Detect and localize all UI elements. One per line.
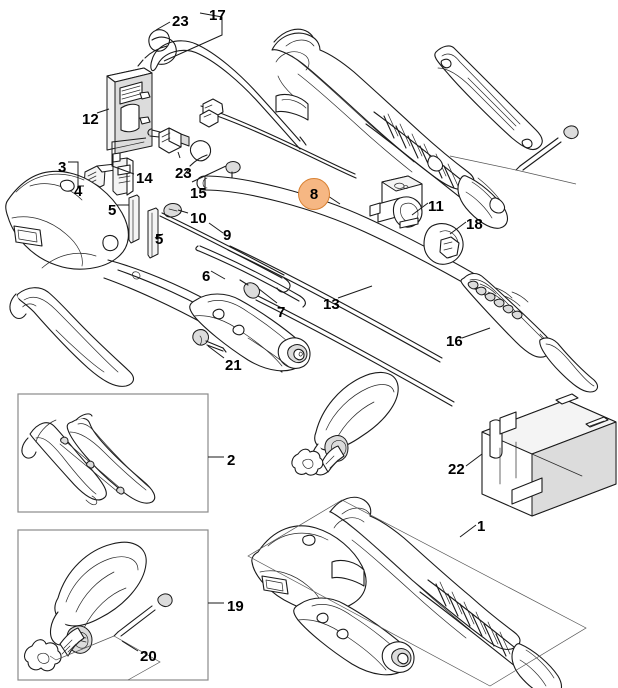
callout-7[interactable]: 7: [277, 304, 286, 321]
callout-20[interactable]: 20: [140, 648, 157, 665]
part-14-switch: [147, 127, 190, 154]
part-5-rail-b: [147, 207, 159, 259]
part-1-complete-assembly: [247, 496, 587, 688]
upper-cover-strip: [434, 45, 543, 151]
inset-box-19: [17, 529, 209, 681]
callout-5-lower[interactable]: 5: [155, 231, 164, 248]
part-12-control-module: [106, 67, 153, 155]
callout-22[interactable]: 22: [448, 461, 465, 478]
callout-15[interactable]: 15: [190, 185, 207, 202]
callout-4[interactable]: 4: [74, 183, 83, 200]
part-23-cable-tie-lower: [183, 140, 212, 176]
callout-14[interactable]: 14: [136, 170, 153, 187]
callout-2[interactable]: 2: [227, 452, 236, 469]
left-grip-handle: [9, 287, 135, 387]
callout-18[interactable]: 18: [466, 216, 483, 233]
callout-17[interactable]: 17: [209, 7, 226, 24]
callout-1[interactable]: 1: [477, 518, 486, 535]
part-16-grip-sleeve: [460, 272, 553, 358]
part-13-tube-right: [539, 337, 599, 393]
callout-16[interactable]: 16: [446, 333, 463, 350]
leader-lines: [68, 12, 491, 652]
center-shaft-assembly: [196, 161, 486, 407]
part-10-grommet: [163, 203, 182, 218]
part-21-bolt: [192, 329, 227, 353]
callout-10[interactable]: 10: [190, 210, 207, 227]
callout-9[interactable]: 9: [223, 227, 232, 244]
part-9-rod: [159, 212, 291, 293]
callout-6[interactable]: 6: [202, 268, 211, 285]
part-22-battery-box: [481, 393, 617, 517]
part-18-collar: [423, 223, 464, 265]
callout-23-upper[interactable]: 23: [172, 13, 189, 30]
part-14-bracket-body: [112, 152, 134, 196]
callout-23-lower[interactable]: 23: [175, 165, 192, 182]
callout-12[interactable]: 12: [82, 111, 99, 128]
main-handle-housing: [271, 28, 509, 229]
callout-19[interactable]: 19: [227, 598, 244, 615]
callout-5-upper[interactable]: 5: [108, 202, 117, 219]
part-11-switch-housing: [369, 175, 423, 229]
callout-8-highlighted[interactable]: 8: [298, 178, 330, 210]
long-screw-right: [449, 125, 579, 185]
part-5-rail-a: [128, 194, 140, 244]
center-loose-handle-arm: [291, 371, 399, 476]
part-6-throttle-rod: [195, 245, 306, 308]
callout-3[interactable]: 3: [58, 159, 67, 176]
part-17-bail-handle: [137, 29, 357, 179]
callout-21[interactable]: 21: [225, 357, 242, 374]
callout-13[interactable]: 13: [323, 296, 340, 313]
callout-11[interactable]: 11: [428, 198, 444, 215]
inset-box-2: [17, 393, 209, 513]
center-gearbox: [189, 293, 311, 372]
